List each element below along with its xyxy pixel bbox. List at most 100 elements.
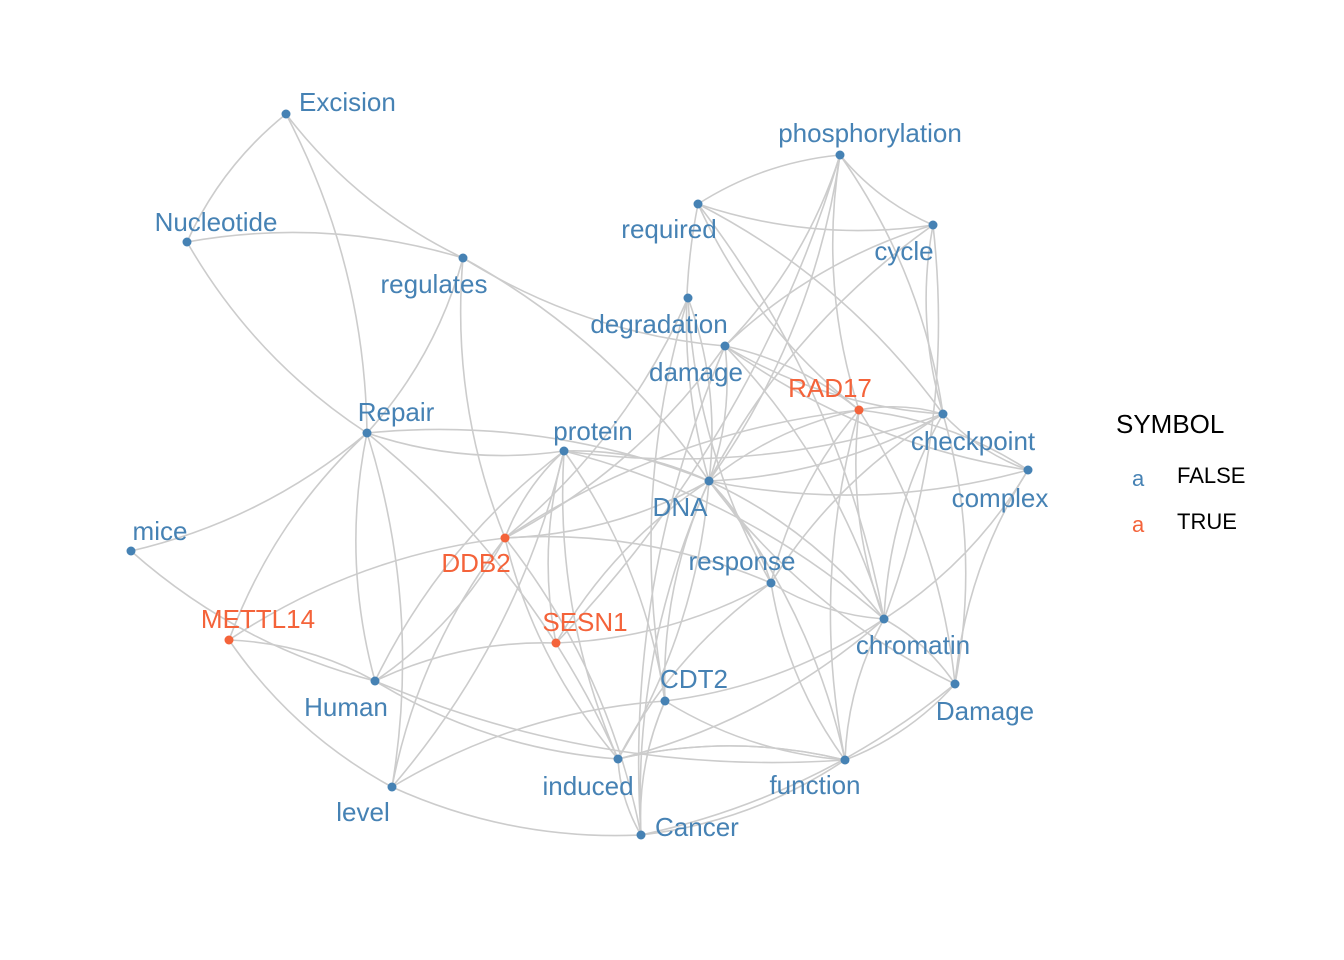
node-mice [126,546,136,556]
node-label-function: function [769,770,860,800]
edge-METTL14-Human [228,639,376,682]
node-label-METTL14: METTL14 [201,604,315,634]
edge-DDB2-RAD17 [504,409,860,539]
node-required [693,199,703,209]
node-level [387,782,397,792]
edge-DNA-chromatin [708,480,885,620]
edge-damage-checkpoint [724,345,944,415]
node-label-response: response [689,546,796,576]
edge-required-chromatin [697,203,885,620]
edge-phosphorylation-RAD17 [831,154,860,411]
edge-level-CDT2 [391,700,666,788]
node-regulates [458,253,468,263]
edge-protein-checkpoint [563,413,944,460]
edge-level-protein [391,450,565,788]
edge-damage-Cancer [637,345,726,836]
edge-CDT2-function [664,700,846,761]
node-Cancer [636,830,646,840]
edge-Repair-DNA [366,428,710,482]
node-label-complex: complex [952,483,1049,513]
edge-checkpoint-Damage [942,413,967,685]
edge-Excision-regulates [285,113,464,259]
edge-response-RAD17 [770,409,860,584]
node-label-Excision: Excision [299,87,396,117]
node-layer [126,109,1033,840]
edge-DDB2-protein [504,450,565,539]
node-Damage [950,679,960,689]
node-label-mice: mice [133,516,188,546]
node-protein [559,446,569,456]
node-label-Cancer: Cancer [655,812,739,842]
edge-DNA-complex [708,469,1029,496]
edge-induced-chromatin [617,618,885,760]
edge-DNA-checkpoint [708,413,944,482]
edge-Nucleotide-Repair [186,241,368,434]
edge-CDT2-DNA [663,480,710,702]
edge-degradation-response [687,297,772,584]
node-DNA [704,476,714,486]
node-Excision [281,109,291,119]
legend-title: SYMBOL [1116,409,1224,439]
node-label-phosphorylation: phosphorylation [778,118,962,148]
node-cycle [928,220,938,230]
node-checkpoint [938,409,948,419]
edge-required-cycle [697,203,934,232]
node-Human [370,676,380,686]
edge-protein-chromatin [563,450,885,620]
node-label-Human: Human [304,692,388,722]
node-induced [613,754,623,764]
edge-regulates-damage [462,257,726,347]
edge-checkpoint-complex [942,413,1029,471]
node-label-CDT2: CDT2 [660,664,728,694]
edge-RAD17-checkpoint [858,405,944,415]
edge-chromatin-Damage [883,618,956,685]
edge-required-DNA [685,203,710,482]
edge-damage-RAD17 [724,345,860,411]
edge-protein-CDT2 [563,450,666,702]
edge-required-RAD17 [697,203,860,411]
node-label-DNA: DNA [653,492,709,522]
node-label-DDB2: DDB2 [441,548,510,578]
legend-key-false: a [1132,466,1145,491]
legend-label-false: FALSE [1177,463,1245,488]
edge-Cancer-Damage [640,683,956,836]
edge-regulates-DDB2 [459,257,506,539]
edge-CDT2-degradation [650,297,689,702]
node-complex [1023,465,1033,475]
edge-SESN1-protein [547,450,565,644]
edge-DDB2-degradation [504,297,689,539]
edge-Nucleotide-regulates [186,231,464,259]
edge-mice-Human [130,550,376,682]
edge-checkpoint-chromatin [883,413,944,620]
node-label-induced: induced [542,771,633,801]
edge-DNA-phosphorylation [708,154,841,482]
edge-Repair-METTL14 [228,432,368,641]
edge-DDB2-Cancer [504,537,642,836]
edge-RAD17-chromatin [855,409,885,620]
edge-Human-protein [374,450,565,682]
node-phosphorylation [835,150,845,160]
node-Nucleotide [182,237,192,247]
node-Repair [362,428,372,438]
edge-response-chromatin [770,582,885,620]
edge-level-DDB2 [391,537,506,788]
node-label-Nucleotide: Nucleotide [155,207,278,237]
node-label-cycle: cycle [874,236,933,266]
edge-protein-induced [561,450,619,760]
node-SESN1 [551,638,561,648]
edge-Repair-Human [355,432,376,682]
edge-response-function [770,582,846,761]
node-label-level: level [336,797,389,827]
node-label-degradation: degradation [590,309,727,339]
node-DDB2 [500,533,510,543]
node-label-Repair: Repair [358,397,435,427]
node-label-regulates: regulates [381,269,488,299]
edge-Human-function [374,680,846,764]
node-function [840,755,850,765]
node-label-required: required [621,214,716,244]
node-response [766,578,776,588]
edge-METTL14-DDB2 [228,537,506,641]
edge-damage-DNA [708,345,728,482]
edge-degradation-DNA [687,297,713,482]
